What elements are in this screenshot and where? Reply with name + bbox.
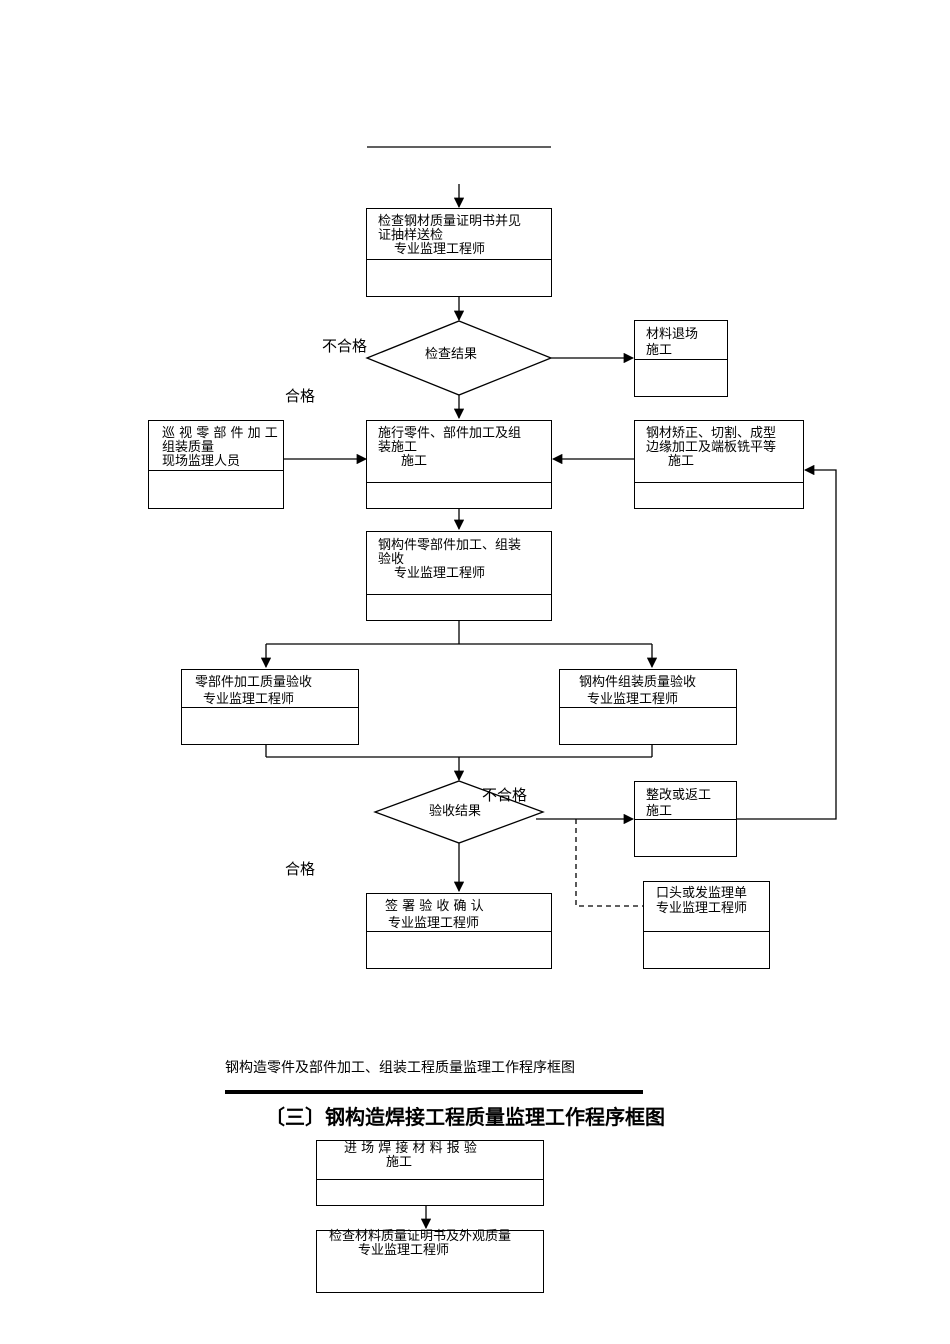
section-heading: 〔三〕钢构造焊接工程质量监理工作程序框图 — [265, 1105, 665, 1129]
box-divider — [635, 359, 727, 360]
welding-material-line1: 进 场 焊 接 材 料 报 验 — [344, 1141, 477, 1156]
fail-label-1: 不合格 — [322, 337, 368, 355]
box-patrol — [148, 420, 284, 509]
notice-line1: 口头或发监理单 — [656, 886, 748, 901]
dashed-link-to-notice — [575, 819, 643, 907]
parts-process-line2: 装施工 — [378, 440, 418, 455]
box-divider — [560, 707, 736, 708]
box-divider — [149, 470, 283, 471]
rectify-line2: 施工 — [646, 804, 673, 819]
patrol-line2: 组装质量 — [162, 440, 215, 455]
fail-label-2: 不合格 — [482, 786, 528, 804]
box-parts-quality-acceptance — [181, 669, 359, 745]
straighten-line3: 施工 — [668, 454, 695, 469]
material-return-line1: 材料退场 — [646, 327, 699, 342]
box-divider — [367, 482, 551, 483]
flowchart-caption: 钢构造零件及部件加工、组装工程质量监理工作程序框图 — [225, 1060, 575, 1076]
member-accept-role: 专业监理工程师 — [394, 566, 486, 581]
assembly-quality-role: 专业监理工程师 — [587, 692, 679, 707]
box-sign-acceptance — [366, 893, 552, 969]
parts-process-line1: 施行零件、部件加工及组 — [378, 426, 522, 441]
accept-result-label: 验收结果 — [429, 804, 482, 819]
box-divider — [367, 594, 551, 595]
box-divider — [635, 819, 736, 820]
check-material-line1: 检查材料质量证明书及外观质量 — [329, 1229, 512, 1244]
rectify-line1: 整改或返工 — [646, 788, 712, 803]
box-rectify-rework — [634, 781, 737, 857]
box-divider — [367, 259, 551, 260]
pass-label-2: 合格 — [285, 860, 316, 878]
parts-quality-line1: 零部件加工质量验收 — [195, 675, 313, 690]
patrol-line3: 现场监理人员 — [162, 454, 241, 469]
box-divider — [182, 707, 358, 708]
box-divider — [367, 931, 551, 932]
member-accept-line2: 验收 — [378, 552, 405, 567]
box-welding-material-inspection — [316, 1140, 544, 1206]
check-result-label: 检查结果 — [425, 347, 478, 362]
box-steel-straightening — [634, 420, 804, 509]
box-divider — [644, 931, 769, 932]
check-steel-line2: 证抽样送检 — [378, 228, 444, 243]
parts-process-line3: 施工 — [401, 454, 428, 469]
check-steel-role: 专业监理工程师 — [394, 242, 486, 257]
box-parts-processing — [366, 420, 552, 509]
box-divider — [635, 482, 803, 483]
member-accept-line1: 钢构件零部件加工、组装 — [378, 538, 522, 553]
box-member-acceptance — [366, 531, 552, 621]
notice-role: 专业监理工程师 — [656, 901, 748, 916]
sign-line1: 签 署 验 收 确 认 — [385, 899, 484, 914]
box-material-return — [634, 320, 728, 397]
sign-role: 专业监理工程师 — [388, 916, 480, 931]
assembly-quality-line1: 钢构件组装质量验收 — [579, 675, 697, 690]
box-check-steel-certificate — [366, 208, 552, 297]
material-return-line2: 施工 — [646, 343, 673, 358]
pass-label-1: 合格 — [285, 387, 316, 405]
box-check-material-certificate — [316, 1230, 544, 1293]
box-supervision-notice — [643, 881, 770, 969]
check-steel-line1: 检查钢材质量证明书并见 — [378, 214, 522, 229]
welding-material-line2: 施工 — [386, 1155, 413, 1170]
feedback-loop-to-straighten — [737, 464, 837, 820]
box-divider — [317, 1179, 543, 1180]
patrol-line1: 巡 视 零 部 件 加 工 — [162, 426, 278, 441]
check-material-role: 专业监理工程师 — [358, 1243, 450, 1258]
straighten-line2: 边缘加工及端板铣平等 — [646, 440, 777, 455]
box-assembly-quality-acceptance — [559, 669, 737, 745]
straighten-line1: 钢材矫正、切割、成型 — [646, 426, 777, 441]
parts-quality-role: 专业监理工程师 — [203, 692, 295, 707]
